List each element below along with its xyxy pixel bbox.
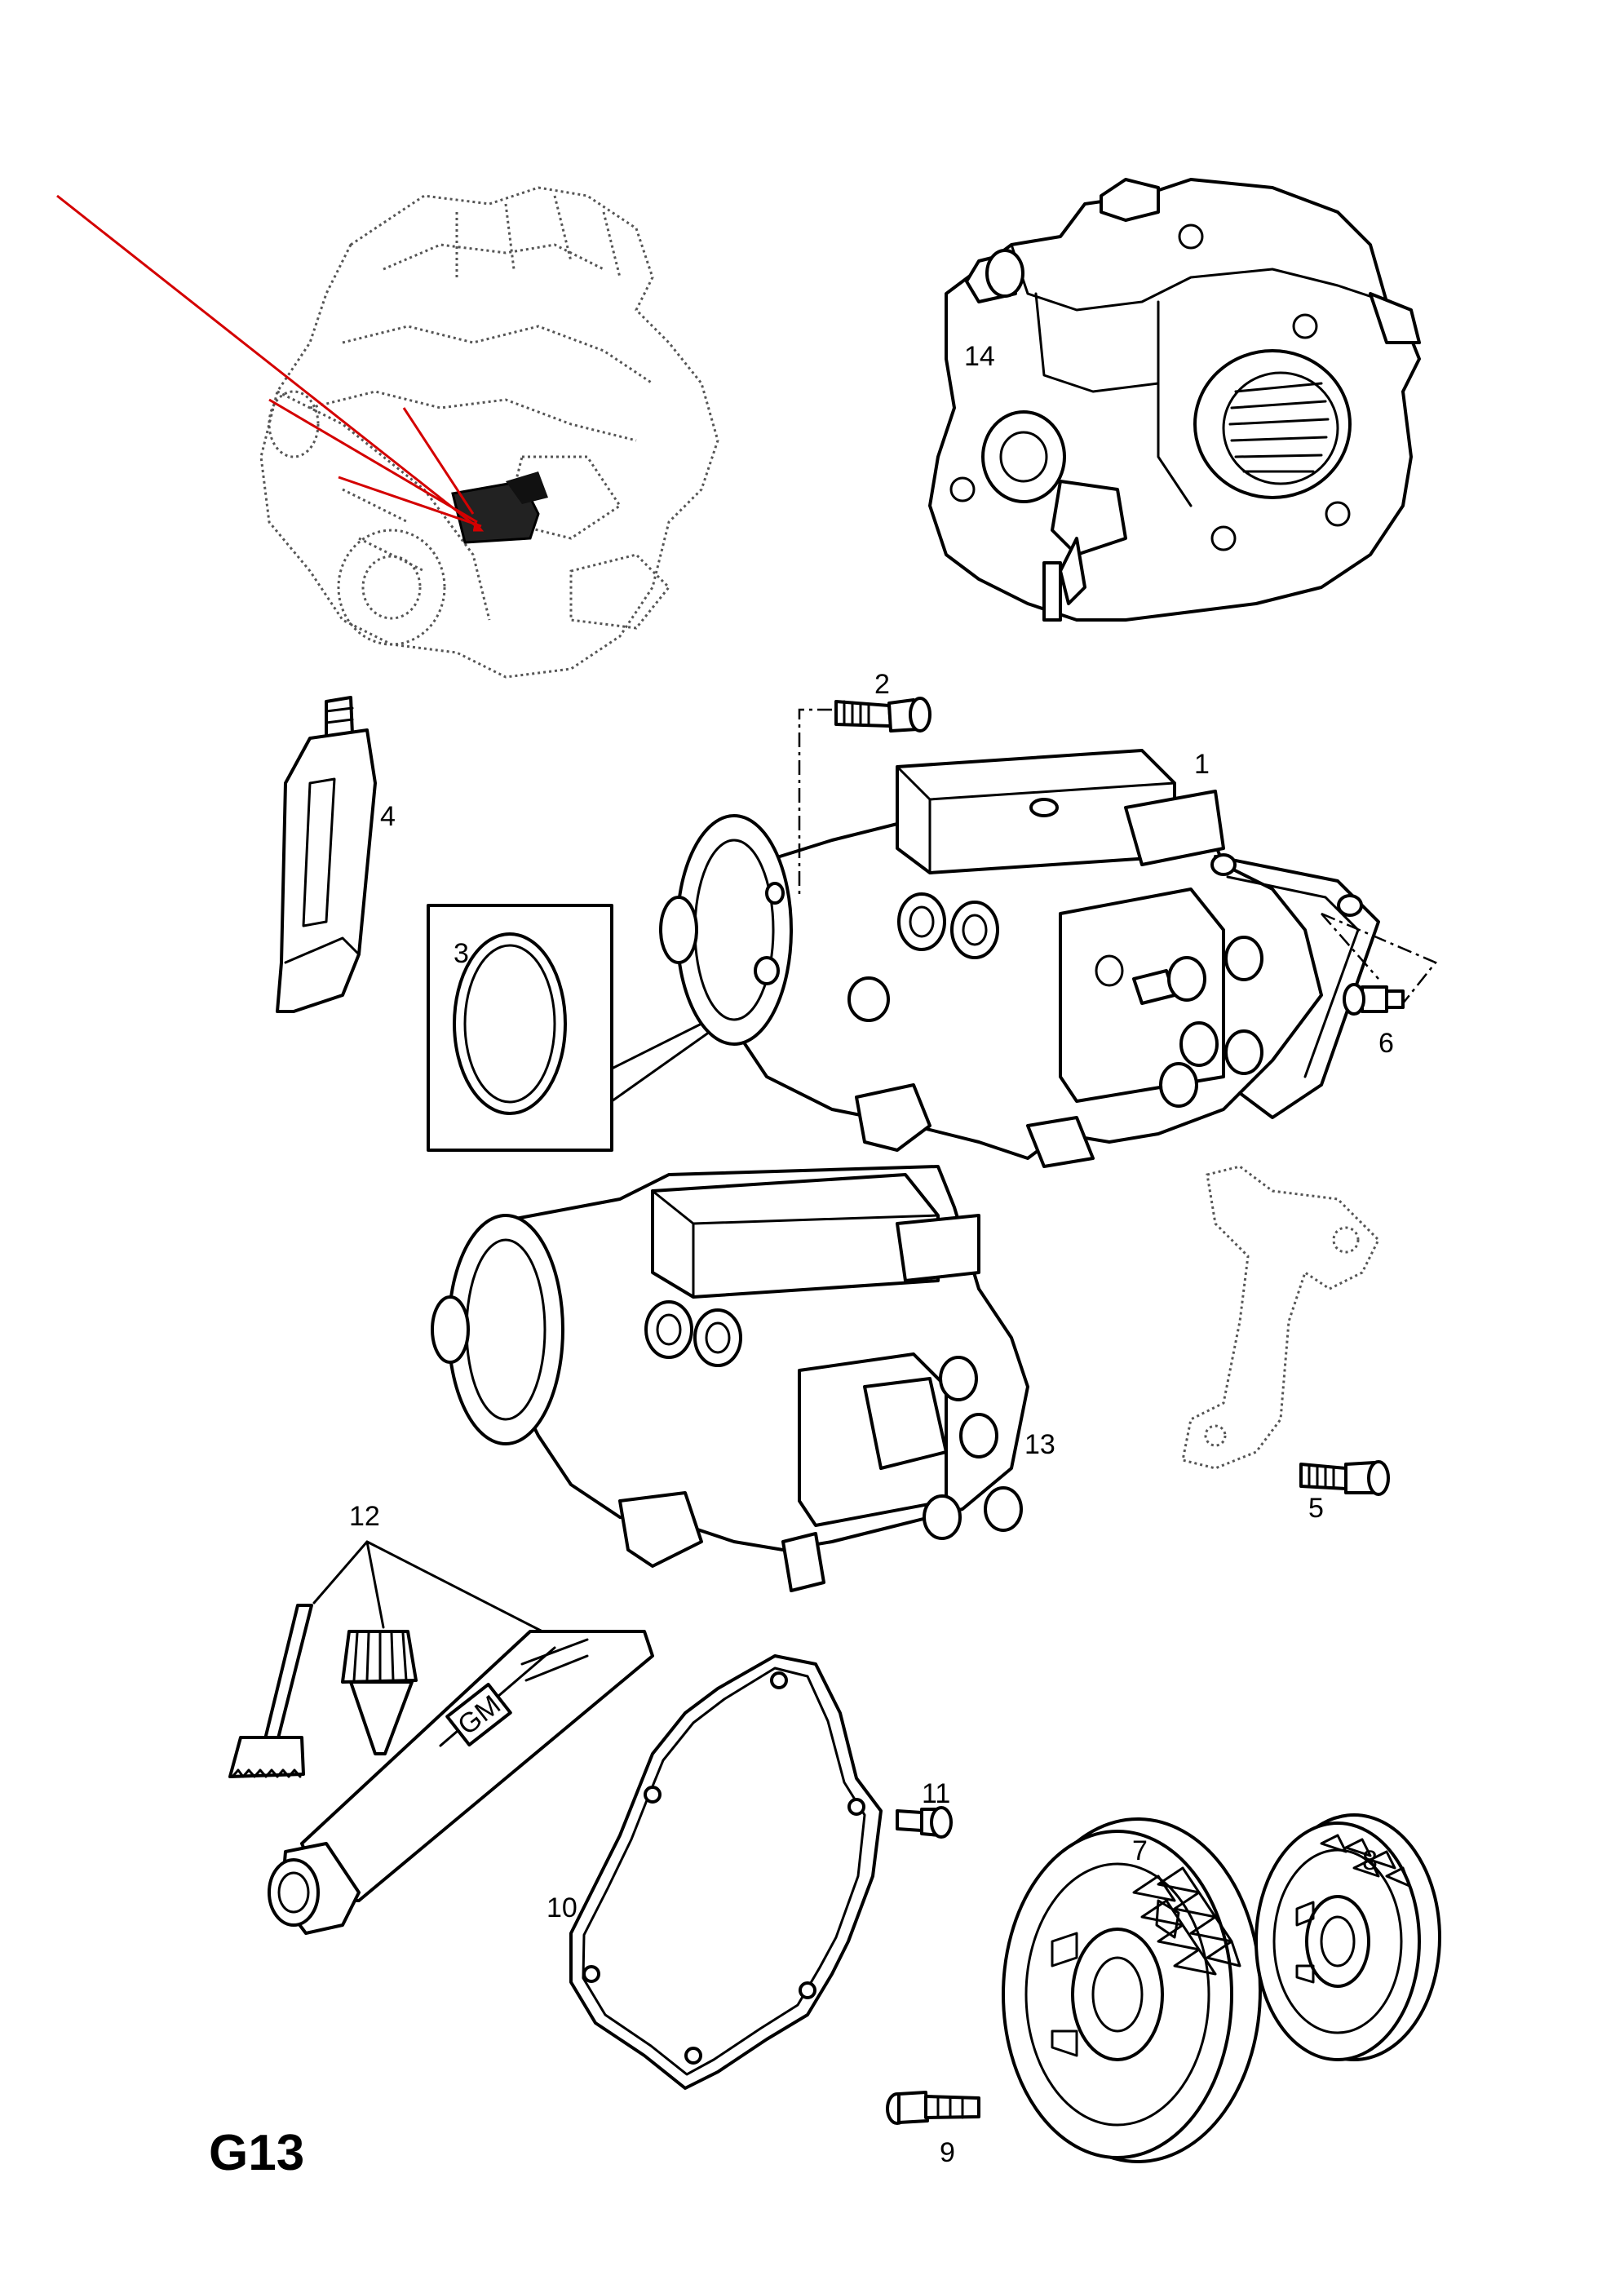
part-9-bolt — [886, 2091, 980, 2125]
part-14-high-pressure-pump — [928, 178, 1421, 622]
leader-dashed-lines — [798, 708, 1438, 1004]
locator-arrows — [56, 194, 485, 532]
engine-locator-illustration — [259, 186, 719, 679]
page-code: G13 — [209, 2125, 304, 2181]
part-13-injection-pump — [431, 1165, 1029, 1592]
callout-6: 6 — [1378, 1028, 1394, 1059]
callout-14: 14 — [964, 341, 995, 372]
part-7-pulley — [1002, 1817, 1262, 2163]
callout-12: 12 — [349, 1501, 380, 1532]
callout-2: 2 — [874, 669, 890, 700]
callout-4: 4 — [380, 801, 396, 832]
part-8-timing-wheel — [1255, 1813, 1441, 2061]
part-6-screw — [1343, 983, 1405, 1016]
callout-8: 8 — [1362, 1845, 1378, 1876]
callout-3: 3 — [454, 938, 469, 969]
callout-numbers: 1 2 3 4 5 6 7 8 9 10 11 12 13 14 — [349, 341, 1394, 2168]
callout-7: 7 — [1132, 1835, 1148, 1866]
part-4-sealant-tube — [276, 696, 377, 1013]
part-5-bolt — [1299, 1460, 1390, 1496]
callout-10: 10 — [546, 1892, 577, 1923]
part-3-o-ring-inset — [427, 904, 711, 1152]
callout-11: 11 — [922, 1778, 950, 1809]
callout-13: 13 — [1024, 1429, 1055, 1460]
part-11-screw — [896, 1806, 953, 1839]
callout-1: 1 — [1194, 749, 1210, 780]
pump-bracket — [1181, 1165, 1380, 1470]
part-12-sealant-kit: GM — [228, 1540, 654, 1935]
part-10-gasket — [569, 1654, 883, 2090]
callout-5: 5 — [1308, 1493, 1324, 1524]
part-2-bolt — [834, 697, 931, 733]
part-7-teeth — [1132, 1866, 1241, 1976]
part-1-injection-pump — [659, 749, 1380, 1168]
callout-9: 9 — [940, 2137, 955, 2168]
